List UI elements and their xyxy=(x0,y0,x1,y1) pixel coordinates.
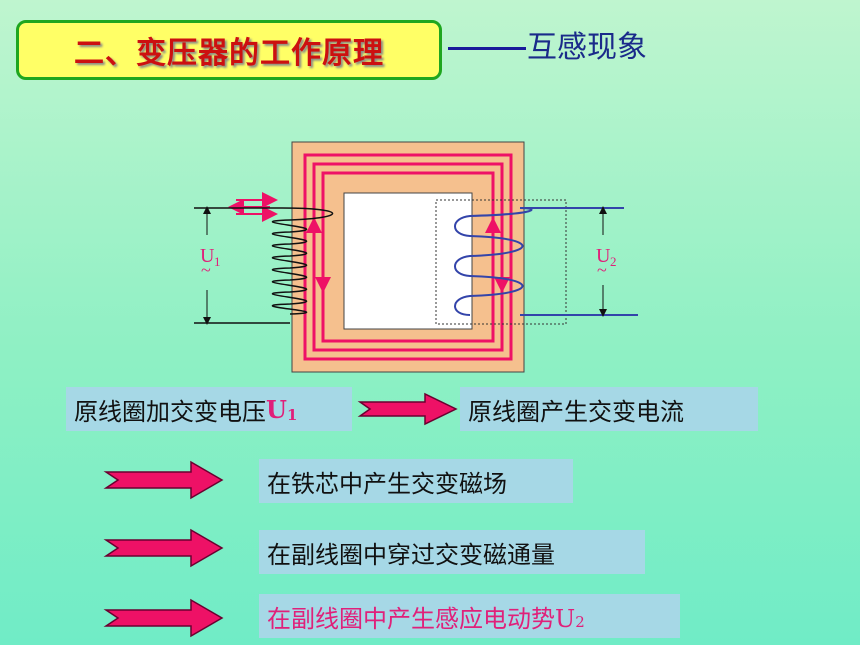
step2-box: 原线圈产生交变电流 xyxy=(460,387,758,431)
step5-sub: 2 xyxy=(575,613,585,631)
page-title: 二、变压器的工作原理 xyxy=(74,36,384,71)
title-connector-line xyxy=(448,47,526,50)
arrow-step5 xyxy=(103,598,224,638)
flow-arrows xyxy=(103,392,458,638)
u2-tilde: ~ xyxy=(597,260,607,280)
step1-u-sub: 1 xyxy=(286,406,298,424)
u1-subscript: 1 xyxy=(214,254,221,269)
page-subtitle: 互感现象 xyxy=(527,30,647,65)
step4-box: 在副线圈中穿过交变磁通量 xyxy=(259,530,645,574)
flux-arrows xyxy=(228,192,510,293)
secondary-coil xyxy=(435,199,638,325)
iron-core xyxy=(291,141,525,373)
u2-label: U xyxy=(596,245,611,267)
arrow-step4 xyxy=(103,528,224,568)
u2-subscript: 2 xyxy=(610,254,617,269)
title-box: 二、变压器的工作原理 xyxy=(16,20,442,80)
step3-text: 在铁芯中产生交变磁场 xyxy=(267,469,507,498)
step4-text: 在副线圈中穿过交变磁通量 xyxy=(267,540,555,569)
arrow-step3 xyxy=(103,460,224,500)
arrow-step1-to-step2 xyxy=(357,392,458,426)
step5-text: 在副线圈中产生感应电动势U xyxy=(267,604,576,633)
step1-text: 原线圈加交变电压 xyxy=(74,397,266,426)
step3-box: 在铁芯中产生交变磁场 xyxy=(259,459,573,503)
step2-text: 原线圈产生交变电流 xyxy=(468,397,684,426)
u1-label: U xyxy=(200,245,215,267)
step1-u: U xyxy=(266,394,287,424)
u1-tilde: ~ xyxy=(201,260,211,280)
